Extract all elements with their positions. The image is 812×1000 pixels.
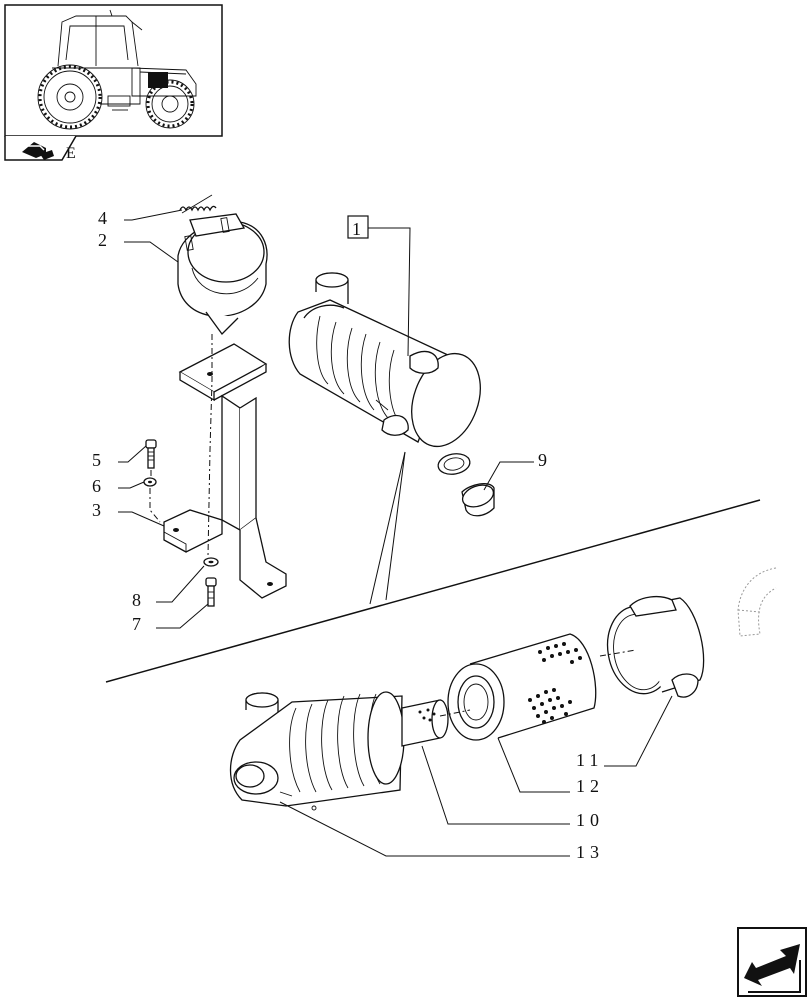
callout-2[interactable]: 2 (98, 230, 112, 250)
end-cap-part (599, 595, 705, 698)
callout-1[interactable]: 1 (352, 219, 366, 239)
rubber-valve-part (437, 453, 495, 517)
callout-13[interactable]: 13 (576, 842, 604, 862)
spring-part (179, 194, 217, 214)
callout-7[interactable]: 7 (132, 614, 146, 634)
callout-10[interactable]: 10 (576, 810, 604, 830)
bolt-part (145, 439, 157, 469)
washer-lower-part (203, 557, 219, 567)
screw-part (205, 577, 217, 607)
safety-filter-part (401, 699, 449, 747)
filter-housing-part (229, 691, 405, 811)
callout-5[interactable]: 5 (92, 450, 106, 470)
thumbnail-tab-glyph: E (66, 145, 76, 162)
clamp-band-part (177, 213, 268, 335)
tractor-thumbnail[interactable] (4, 4, 223, 137)
previous-arrow-icon[interactable] (737, 927, 807, 997)
section-divider (105, 499, 761, 683)
air-cleaner-assembly-part (288, 272, 481, 448)
callout-3[interactable]: 3 (92, 500, 106, 520)
tractor-section-icon (22, 142, 54, 160)
main-filter-element-part (447, 633, 597, 741)
thumbnail-tab[interactable]: E (4, 135, 77, 162)
callout-6[interactable]: 6 (92, 476, 106, 496)
support-bracket-part (163, 343, 287, 599)
callout-11[interactable]: 11 (576, 750, 603, 770)
callout-9[interactable]: 9 (538, 450, 552, 470)
callout-1-box (347, 215, 369, 239)
callout-12[interactable]: 12 (576, 776, 604, 796)
callout-8[interactable]: 8 (132, 590, 146, 610)
callout-4[interactable]: 4 (98, 208, 112, 228)
